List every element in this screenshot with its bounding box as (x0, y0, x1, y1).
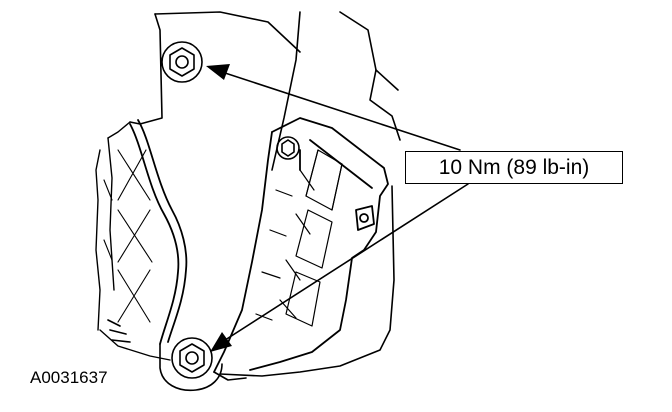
right-housing (219, 11, 401, 377)
hex-bolt-icon (171, 337, 213, 379)
panel-hatching (103, 149, 153, 323)
control-cable (129, 119, 188, 345)
torque-spec-label: 10 Nm (89 lb-in) (438, 155, 590, 179)
screw-icon (276, 136, 300, 160)
upper-panel (129, 11, 301, 171)
figure-id-label: A0031637 (30, 368, 108, 387)
hex-bolt-icon (161, 41, 203, 83)
leader-arrow-upper (206, 64, 230, 80)
lower-bracket (107, 319, 247, 392)
torque-callout: 10 Nm (89 lb-in) (405, 151, 623, 184)
lower-left-panel (95, 121, 171, 361)
leader-arrow-lower (210, 332, 232, 352)
bracket-ribbing (255, 149, 343, 327)
mounting-bracket (213, 117, 389, 373)
leader-lines (221, 71, 469, 343)
